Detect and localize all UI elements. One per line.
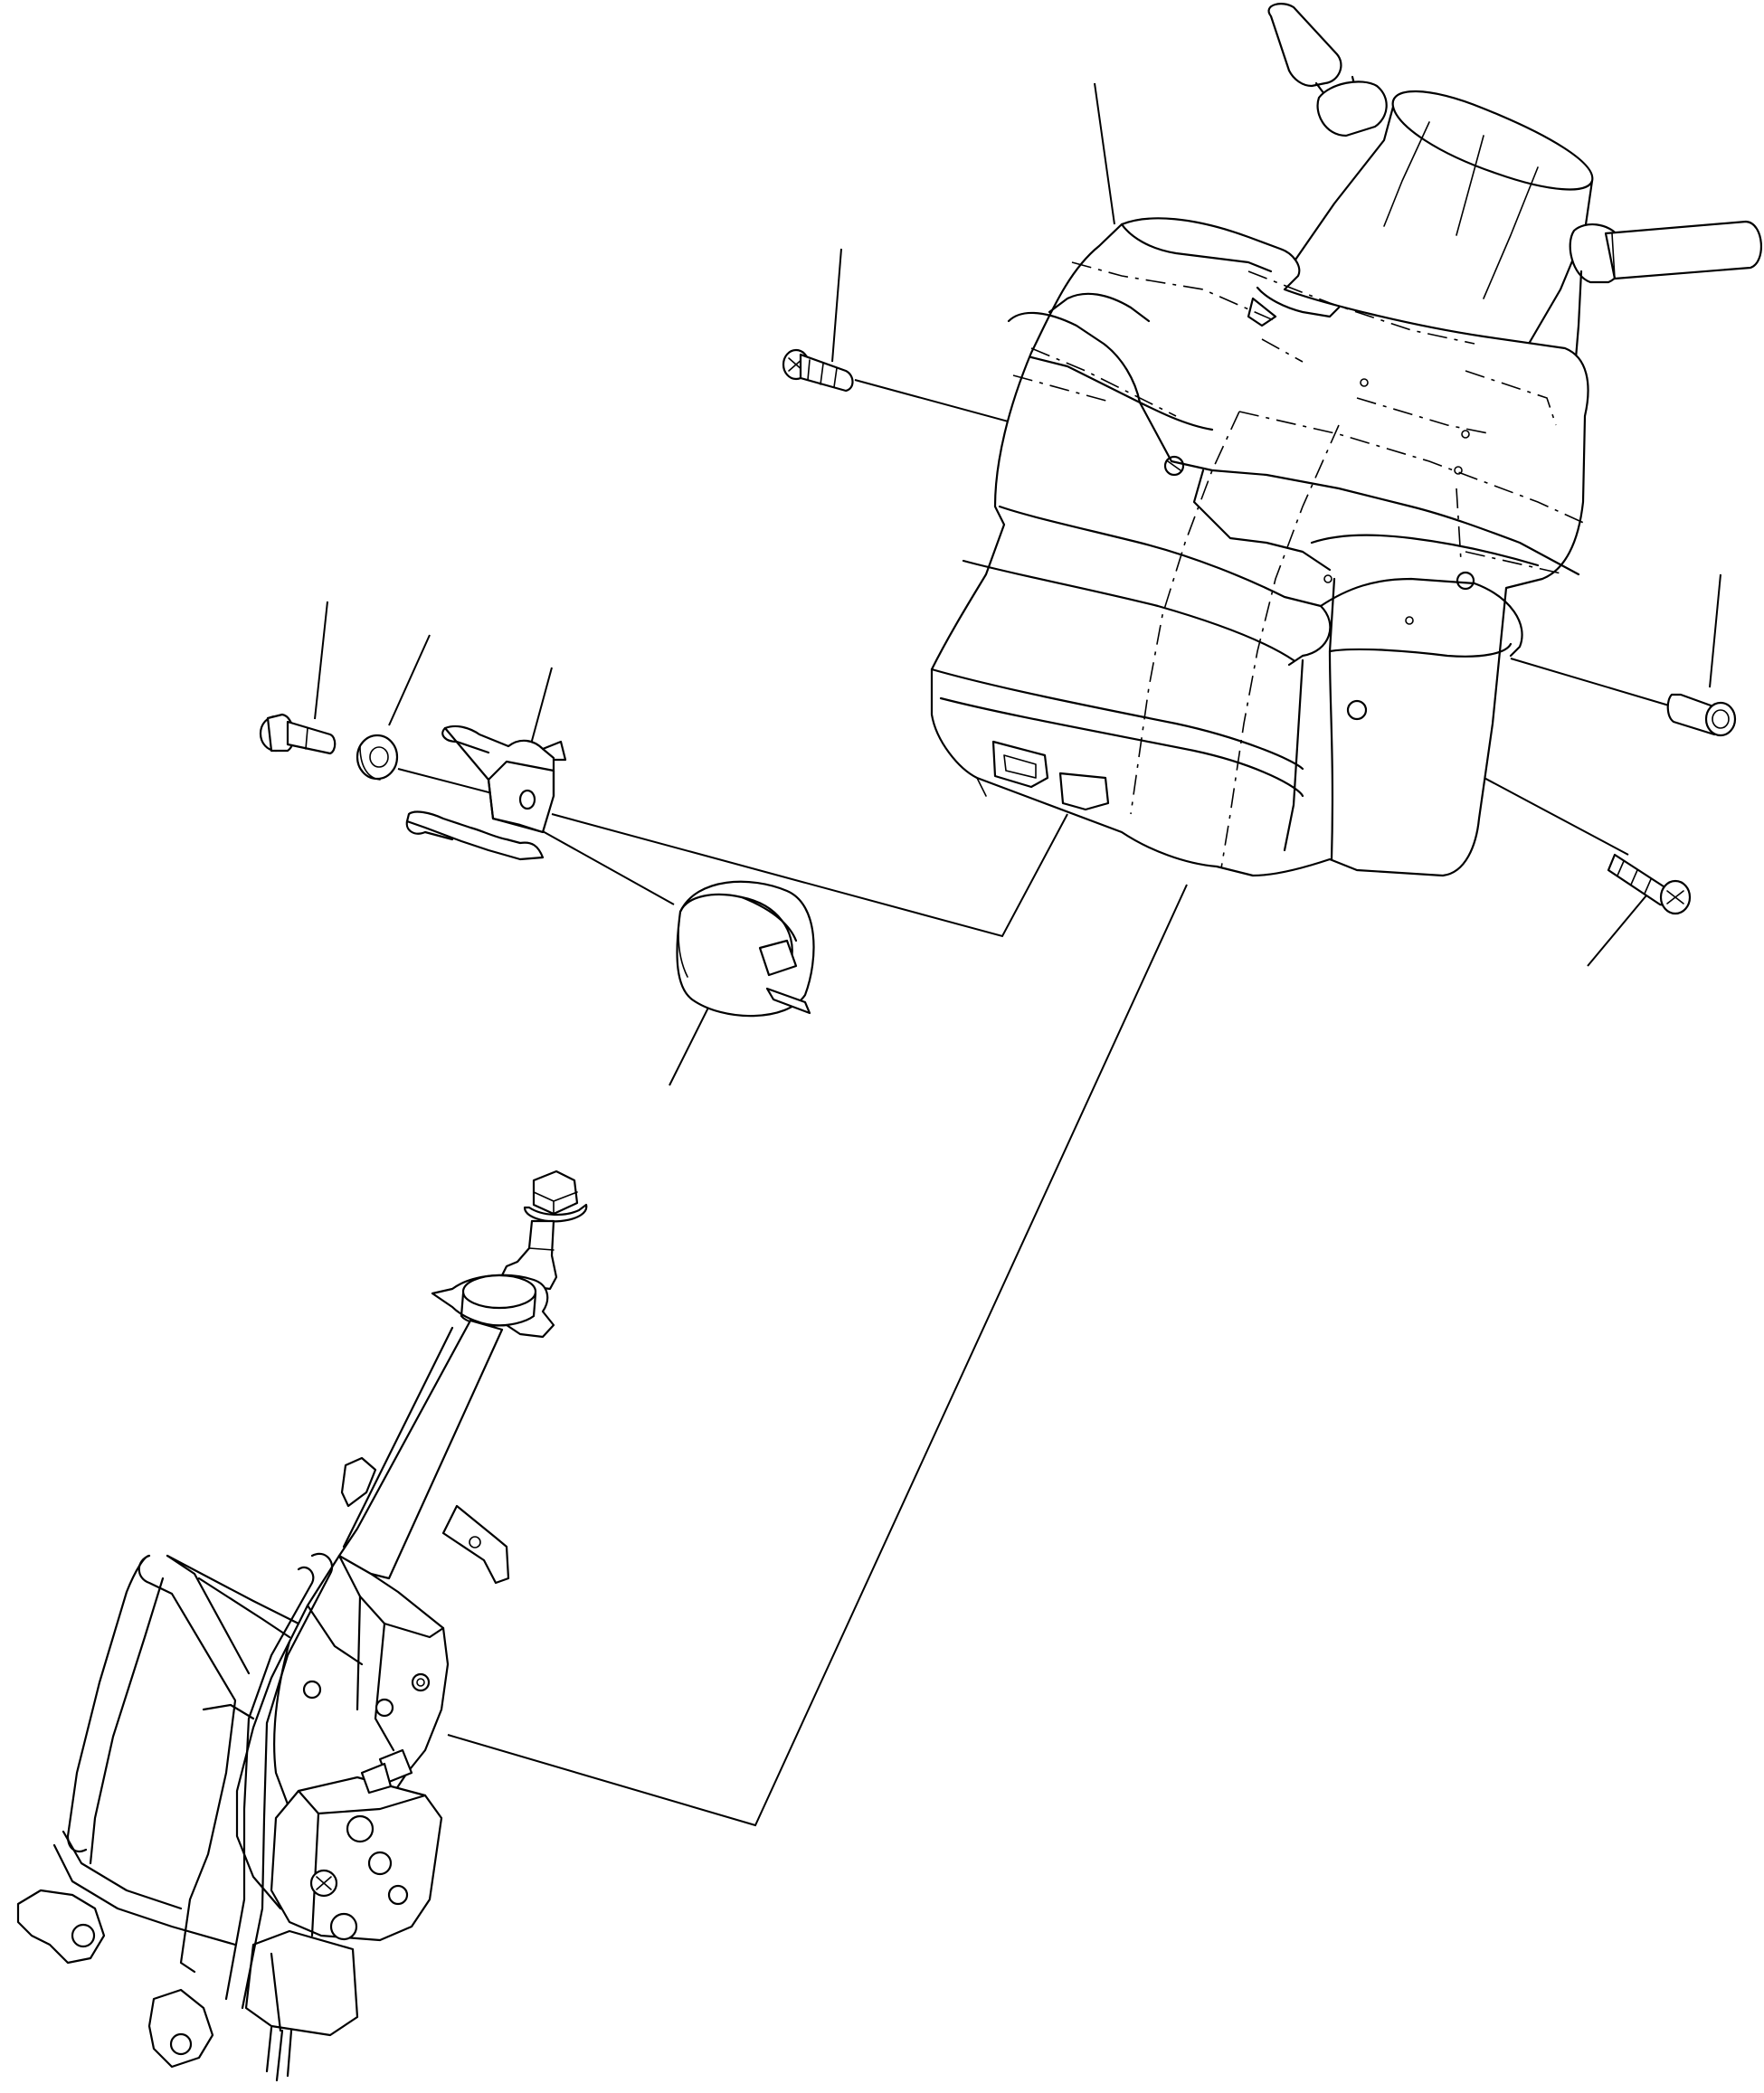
leader-bracket-to-cover	[551, 813, 1068, 938]
leader-bracket-clip	[528, 667, 553, 752]
washer-icon	[356, 734, 399, 781]
shroud-hole-left	[1163, 455, 1185, 477]
shroud-hole-lower	[1346, 699, 1368, 721]
leader-screw-lower-right	[1587, 895, 1647, 967]
bracket-clip-icon	[405, 724, 567, 861]
steering-column-icon	[16, 1170, 588, 2082]
leader-column-cover	[1094, 82, 1115, 225]
leader-bolt-right	[1709, 573, 1721, 688]
leader-buzzer	[669, 994, 716, 1086]
leader-washer	[388, 634, 431, 726]
leader-bracket-to-buzzer	[540, 829, 675, 905]
leader-column-to-cover	[447, 884, 1188, 1827]
shroud-hole-right	[1456, 571, 1475, 591]
bolt-small-icon	[259, 713, 337, 755]
screw-upper-left-icon	[782, 348, 854, 393]
leader-bolt-small	[314, 601, 328, 720]
leader-screw-upper-left	[831, 248, 842, 363]
bolt-right-icon	[1666, 693, 1737, 737]
screw-lower-right-icon	[1607, 853, 1692, 915]
buzzer-icon	[676, 880, 815, 1018]
column-cover-housing-icon	[930, 3, 1762, 877]
leader-bolt-right-to-hole	[1510, 658, 1670, 706]
leader-lines	[314, 82, 1721, 1827]
